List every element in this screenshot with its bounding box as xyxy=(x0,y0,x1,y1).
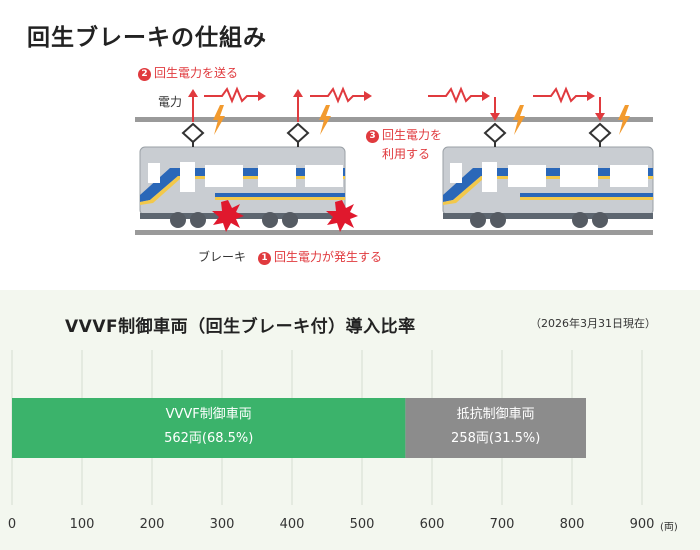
x-tick-label: 300 xyxy=(209,517,235,532)
as-of-date: （2026年3月31日現在） xyxy=(530,317,656,330)
train-left xyxy=(139,122,358,232)
bar-segment-label-2: 抵抗制御車両 258両(31.5%) xyxy=(405,403,586,451)
x-tick-label: 700 xyxy=(489,517,515,532)
brake-spark-icon xyxy=(326,200,358,232)
lightning-icon xyxy=(513,105,525,135)
x-tick-label: 400 xyxy=(279,517,305,532)
bar-segment-name: VVVF制御車両 xyxy=(165,407,252,422)
train-right xyxy=(442,122,654,228)
x-tick-label: 900 xyxy=(629,517,655,532)
bar-segment-name: 抵抗制御車両 xyxy=(456,407,535,422)
regenerative-brake-diagram: 回生ブレーキの仕組み xyxy=(27,25,654,265)
diagram-title: 回生ブレーキの仕組み xyxy=(27,25,267,51)
x-tick-label: 200 xyxy=(139,517,165,532)
brake-spark-icon xyxy=(212,200,244,232)
axis-unit: (両) xyxy=(660,522,678,533)
step3-label-line2: 利用する xyxy=(382,147,431,161)
overhead-wire xyxy=(135,117,653,122)
bar-segment-label-1: VVVF制御車両 562両(68.5%) xyxy=(12,403,405,451)
x-tick-label: 500 xyxy=(349,517,375,532)
x-tick-label: 600 xyxy=(419,517,445,532)
bar-segment-1 xyxy=(12,398,406,458)
bar-segment-value: 258両(31.5%) xyxy=(451,431,541,446)
x-tick-label: 800 xyxy=(559,517,585,532)
power-label: 電力 xyxy=(158,95,183,109)
lightning-icon xyxy=(618,105,630,135)
bar-segment-2 xyxy=(405,398,586,458)
brake-label: ブレーキ xyxy=(198,250,247,264)
chart-section: VVVF制御車両（回生ブレーキ付）導入比率 （2026年3月31日現在） VVV… xyxy=(0,290,700,550)
x-tick-label: 100 xyxy=(69,517,95,532)
rail-track xyxy=(135,230,653,235)
lightning-icon xyxy=(319,105,331,135)
power-up-arrows xyxy=(188,86,605,122)
lightning-icon xyxy=(213,105,225,135)
bar-segment-value: 562両(68.5%) xyxy=(164,431,254,446)
chart-title: VVVF制御車両（回生ブレーキ付）導入比率 xyxy=(65,317,416,337)
x-tick-label: 0 xyxy=(7,517,17,532)
train-illustration xyxy=(135,86,654,235)
bar-chart xyxy=(11,350,643,505)
